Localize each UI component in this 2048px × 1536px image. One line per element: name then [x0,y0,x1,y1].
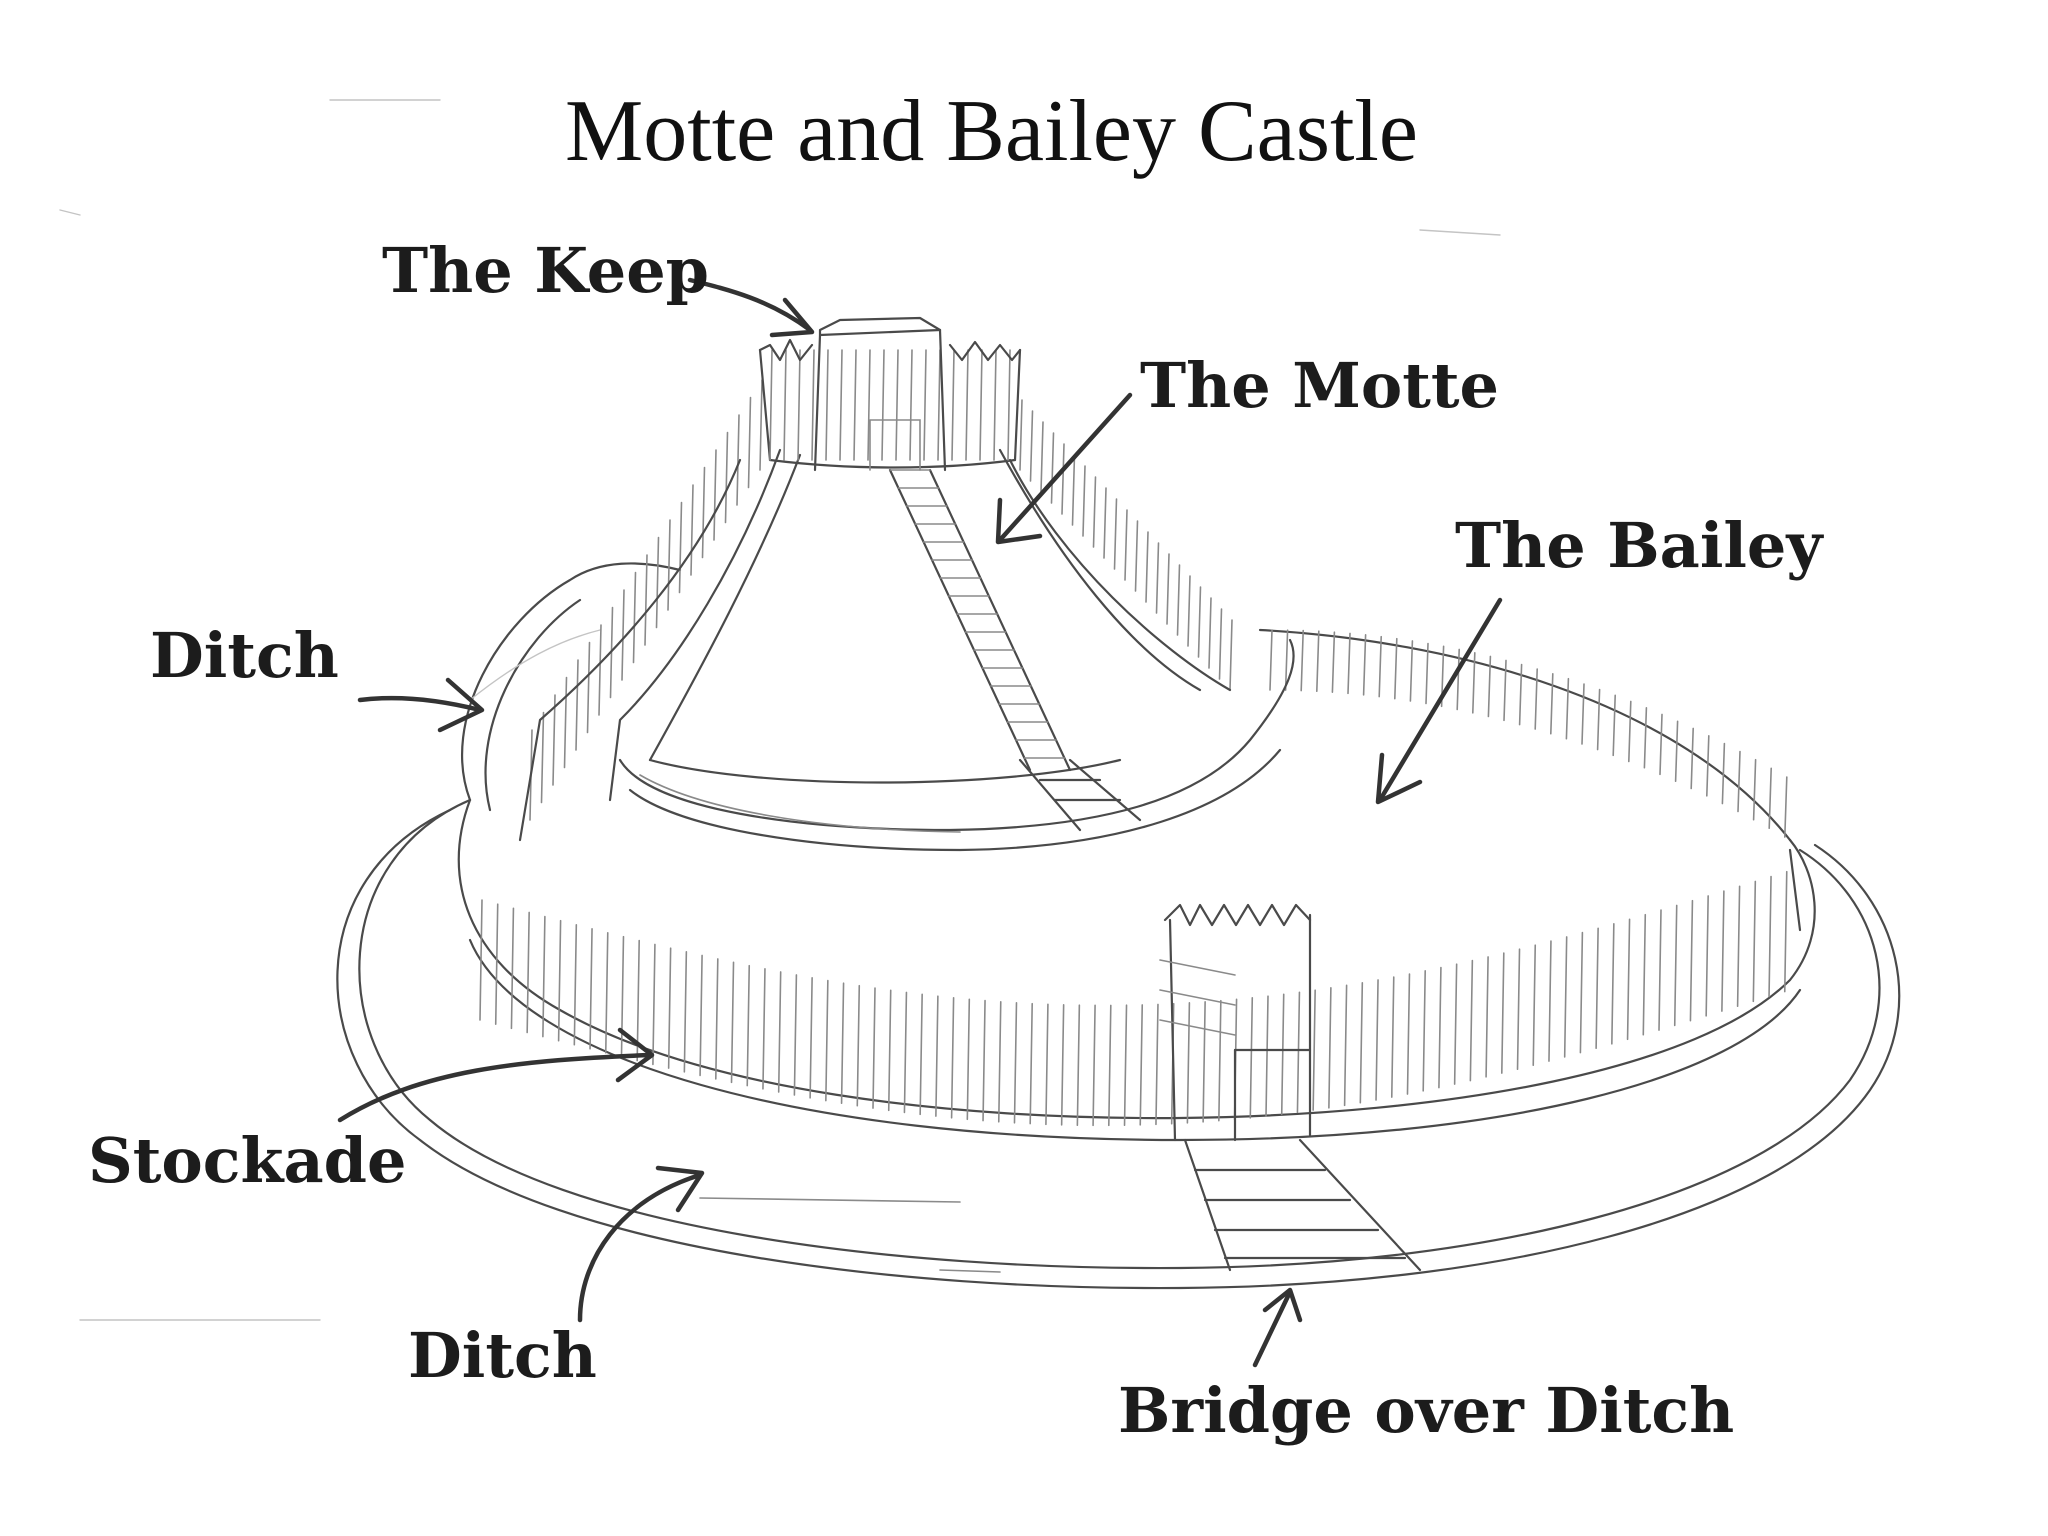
label-the-keep: The Keep [382,234,710,307]
motte-steps [888,468,1142,832]
motte-ditch [460,562,1295,852]
label-the-bailey: The Bailey [1455,509,1823,582]
arrow-stockade [337,1027,655,1123]
arrow-ditch-lower [577,1165,705,1323]
ghost-marks [59,99,1501,1321]
gatehouse [1159,903,1312,1142]
label-ditch-upper: Ditch [150,619,339,692]
label-bridge-over-ditch: Bridge over Ditch [1118,1374,1735,1447]
keep-drawing [758,316,1022,472]
label-ditch-lower: Ditch [408,1319,597,1392]
arrow-bridge [1252,1287,1303,1368]
arrow-motte [995,392,1133,545]
arrow-ditch-upper [357,677,485,733]
motte-mound [518,379,1233,842]
label-the-motte: The Motte [1140,349,1499,422]
label-stockade: Stockade [88,1124,407,1197]
arrow-bailey [1375,597,1503,805]
diagram-title: Motte and Bailey Castle [565,83,1418,180]
outer-ditch [336,798,1901,1290]
arrow-keep [687,277,815,338]
bailey-stockade [457,628,1816,1142]
bridge-drawing [1183,1138,1422,1272]
